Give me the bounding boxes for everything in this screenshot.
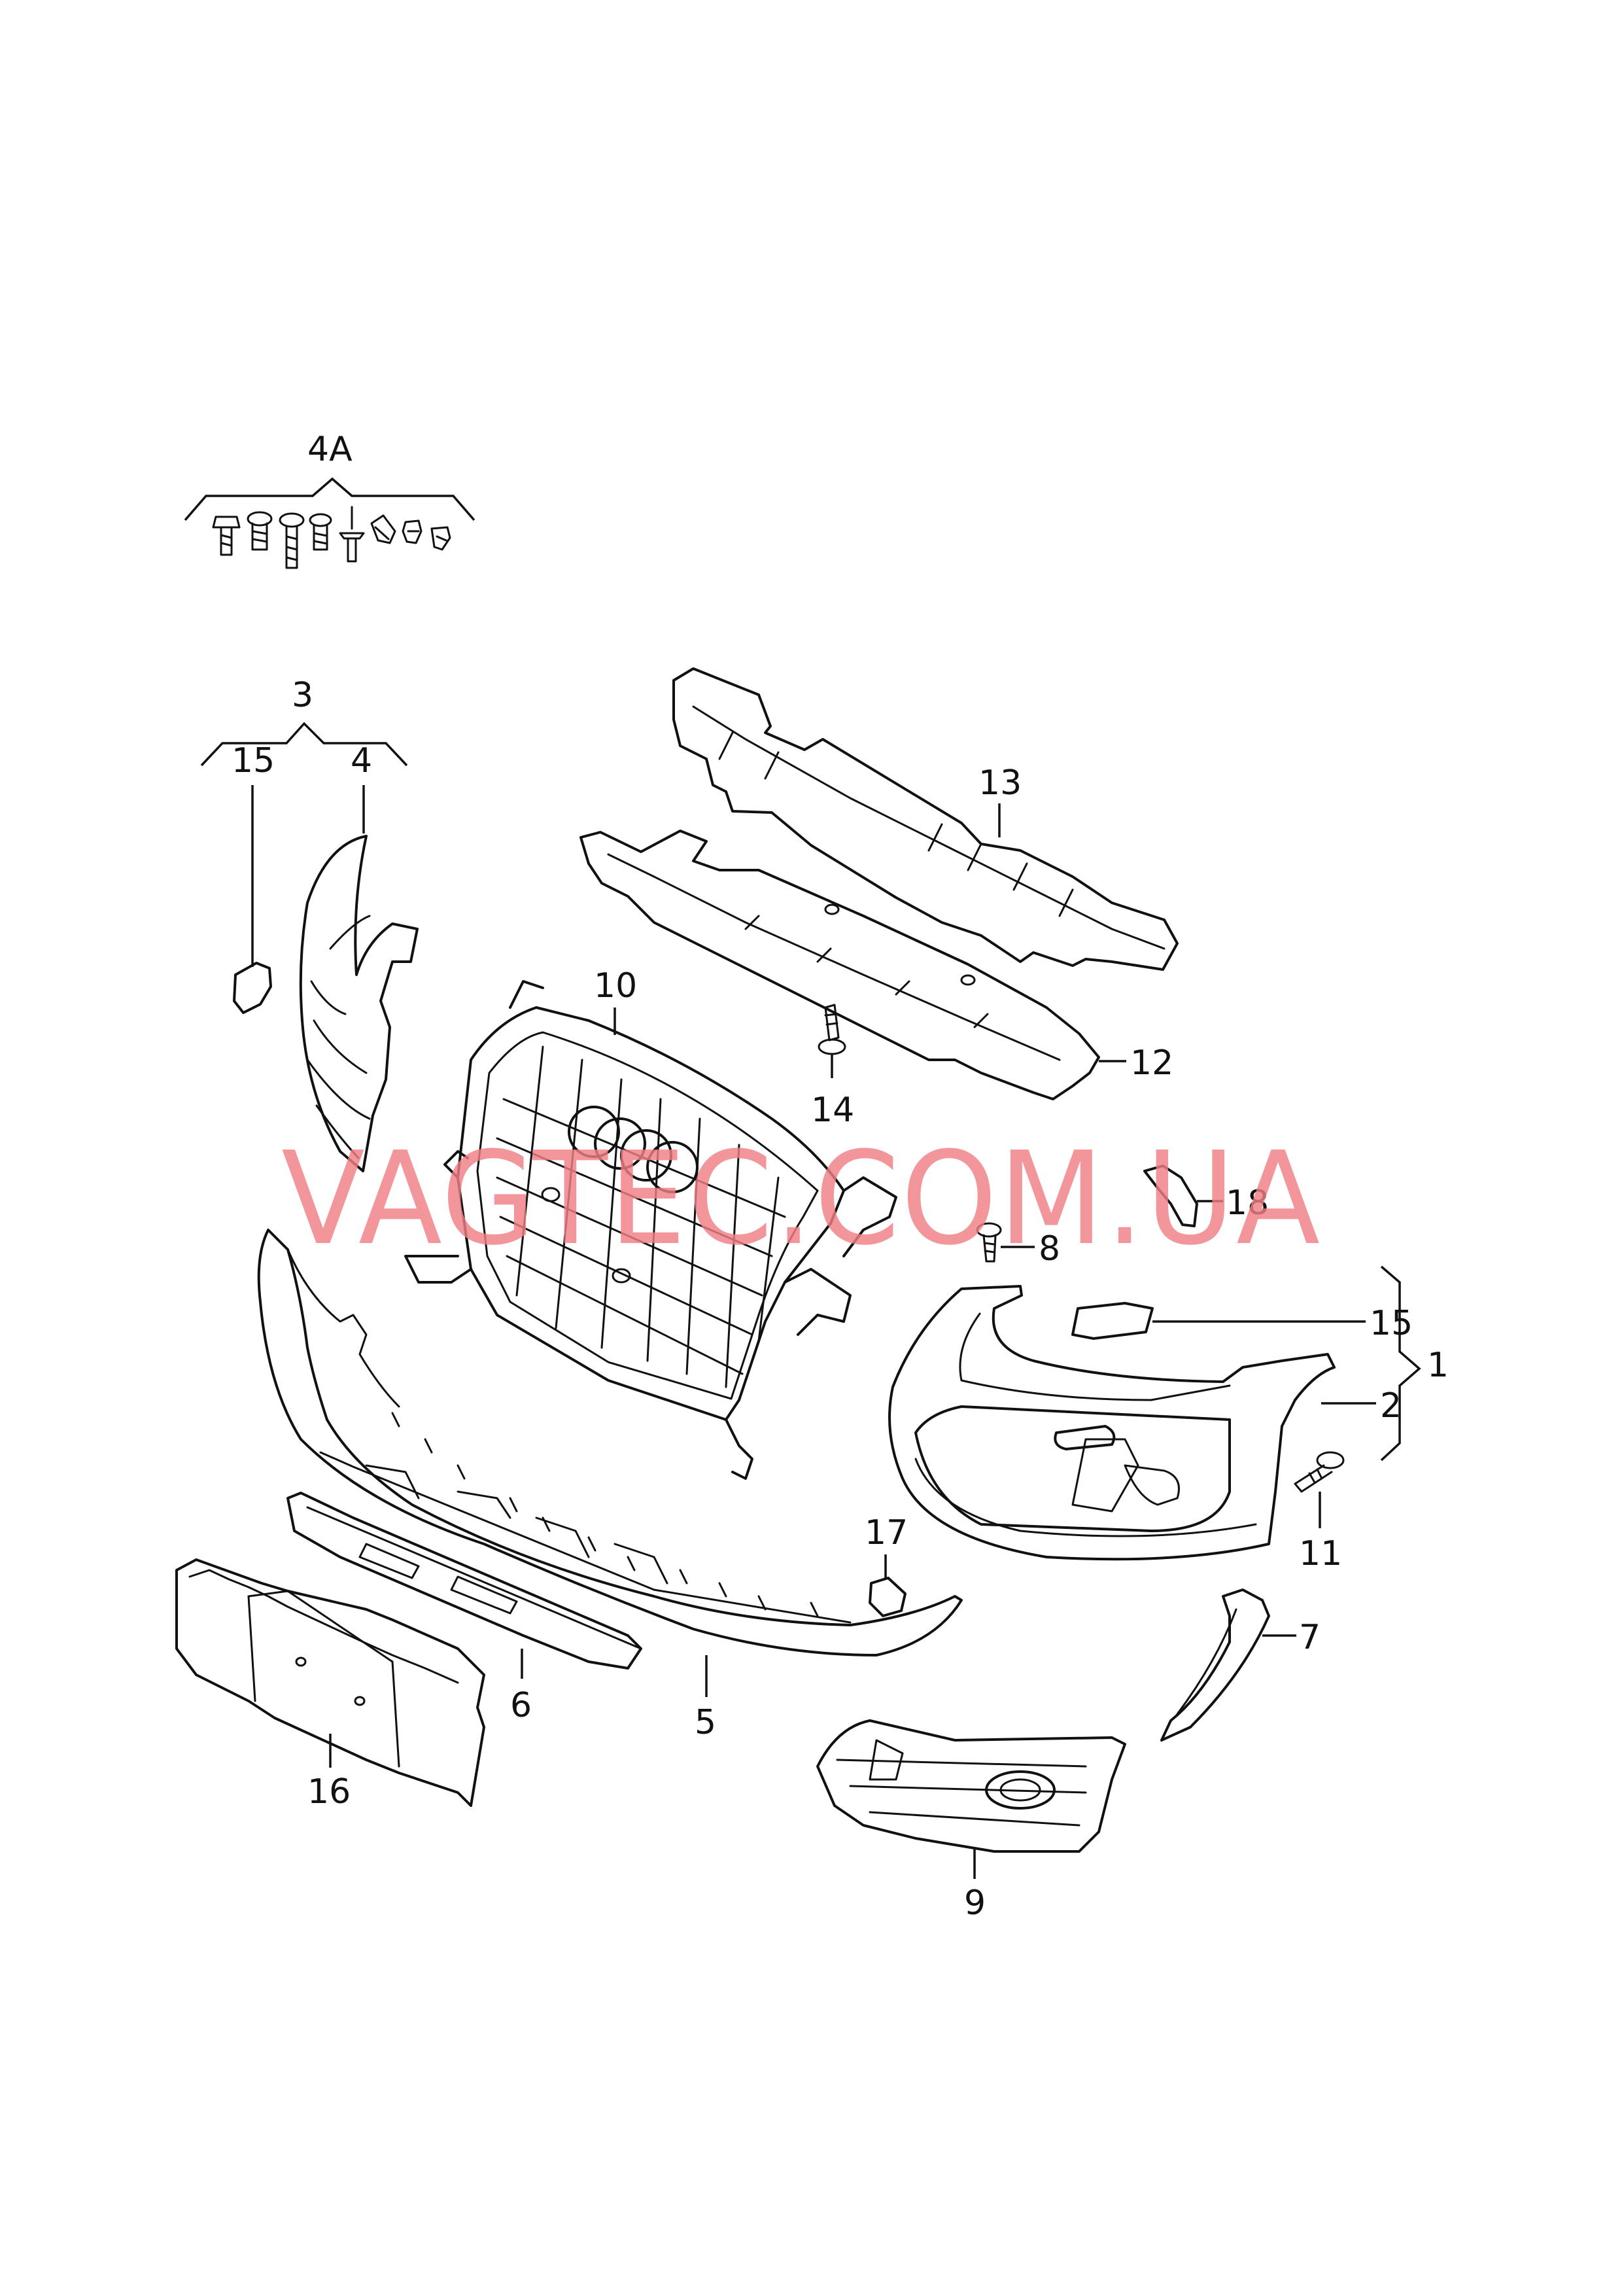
callout-17: 17 (865, 1513, 908, 1552)
callout-14: 14 (811, 1091, 854, 1130)
callout-4: 4 (351, 741, 372, 780)
part-7-trim-strip (1160, 1588, 1270, 1742)
callout-3: 3 (292, 676, 313, 715)
part-15-cap-left (233, 962, 272, 1014)
callout-18: 18 (1226, 1183, 1269, 1223)
part-14-screw-icon (818, 1004, 846, 1055)
callout-10: 10 (594, 966, 637, 1006)
part-18-bracket (1143, 1165, 1198, 1227)
part-13-impact-beam (672, 667, 1179, 971)
watermark: VAGTEC.COM.UA (281, 1125, 1321, 1274)
part-17-clip (869, 1577, 907, 1617)
clip-icon (430, 526, 451, 551)
part-6-lower-insert (286, 1492, 642, 1670)
bracket-3 (200, 722, 408, 767)
bracket-4a (184, 477, 475, 521)
callout-9: 9 (964, 1883, 986, 1923)
part-12-support-rail (579, 830, 1100, 1100)
clip-icon (370, 514, 396, 544)
fog-lamp-icon (985, 1770, 1056, 1810)
rivet-icon (339, 506, 365, 563)
callout-11: 11 (1299, 1534, 1342, 1573)
part-15-cap-right (1071, 1302, 1154, 1340)
callout-2: 2 (1380, 1386, 1402, 1426)
part-11-screw-icon (1294, 1451, 1345, 1493)
callout-16: 16 (307, 1772, 351, 1812)
callout-6: 6 (510, 1686, 532, 1725)
fastener-kit-group (184, 477, 475, 569)
callout-15-right: 15 (1370, 1304, 1413, 1343)
callout-13: 13 (978, 763, 1022, 803)
part-8-screw-icon (976, 1222, 1002, 1263)
callout-7: 7 (1299, 1618, 1321, 1657)
clip-icon (402, 519, 423, 544)
screw-icon (212, 516, 241, 556)
callout-12: 12 (1130, 1043, 1173, 1083)
bracket-1 (1380, 1265, 1421, 1462)
part-16-plate-carrier (175, 1558, 485, 1807)
screw-icon (309, 513, 332, 551)
callout-15-left: 15 (232, 741, 275, 780)
part-4-side-shell (299, 835, 419, 1172)
callout-4a: 4A (307, 430, 353, 469)
callout-8: 8 (1039, 1229, 1060, 1269)
part-10-grille (404, 980, 897, 1480)
screw-icon (279, 512, 305, 569)
screw-icon (247, 511, 273, 551)
part-5-lower-trim (257, 1229, 963, 1656)
callout-1: 1 (1427, 1346, 1449, 1385)
rings-logo-icon (568, 1106, 620, 1158)
callout-5: 5 (695, 1703, 716, 1742)
part-9-fog-grille (816, 1719, 1126, 1853)
part-2-bumper-cover (888, 1285, 1336, 1561)
